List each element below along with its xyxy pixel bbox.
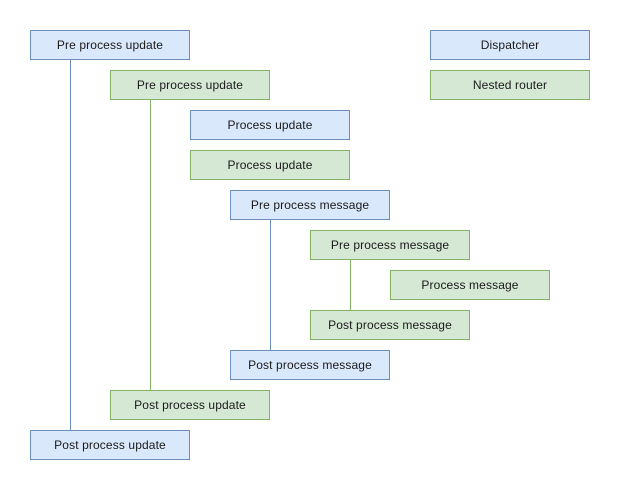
node-pre-process-message-dispatcher[interactable]: Pre process message bbox=[230, 190, 390, 220]
legend-dispatcher[interactable]: Dispatcher bbox=[430, 30, 590, 60]
node-label: Post process update bbox=[54, 438, 166, 452]
node-label: Process update bbox=[227, 158, 313, 172]
node-label: Pre process update bbox=[136, 78, 244, 92]
legend-nested-router[interactable]: Nested router bbox=[430, 70, 590, 100]
node-process-update-dispatcher[interactable]: Process update bbox=[190, 110, 350, 140]
node-label: Pre process message bbox=[330, 238, 450, 252]
node-process-update-router[interactable]: Process update bbox=[190, 150, 350, 180]
node-label: Pre process message bbox=[250, 198, 370, 212]
node-pre-process-update-router[interactable]: Pre process update bbox=[110, 70, 270, 100]
node-label: Pre process update bbox=[56, 38, 164, 52]
node-label: Process update bbox=[227, 118, 313, 132]
node-label: Post process message bbox=[328, 318, 452, 332]
node-process-message-router[interactable]: Process message bbox=[390, 270, 550, 300]
node-pre-process-update-dispatcher[interactable]: Pre process update bbox=[30, 30, 190, 60]
node-label: Post process message bbox=[248, 358, 372, 372]
node-post-process-update-router[interactable]: Post process update bbox=[110, 390, 270, 420]
legend-label: Nested router bbox=[472, 78, 548, 92]
node-pre-process-message-router[interactable]: Pre process message bbox=[310, 230, 470, 260]
node-post-process-update-dispatcher[interactable]: Post process update bbox=[30, 430, 190, 460]
connector-edge-router-message bbox=[350, 260, 351, 310]
connector-edge-router-update bbox=[150, 100, 151, 390]
node-post-process-message-dispatcher[interactable]: Post process message bbox=[230, 350, 390, 380]
node-post-process-message-router[interactable]: Post process message bbox=[310, 310, 470, 340]
connector-edge-dispatcher-update bbox=[70, 60, 71, 430]
node-label: Post process update bbox=[134, 398, 246, 412]
node-label: Process message bbox=[421, 278, 519, 292]
legend-label: Dispatcher bbox=[480, 38, 540, 52]
connector-edge-dispatcher-message bbox=[270, 220, 271, 350]
